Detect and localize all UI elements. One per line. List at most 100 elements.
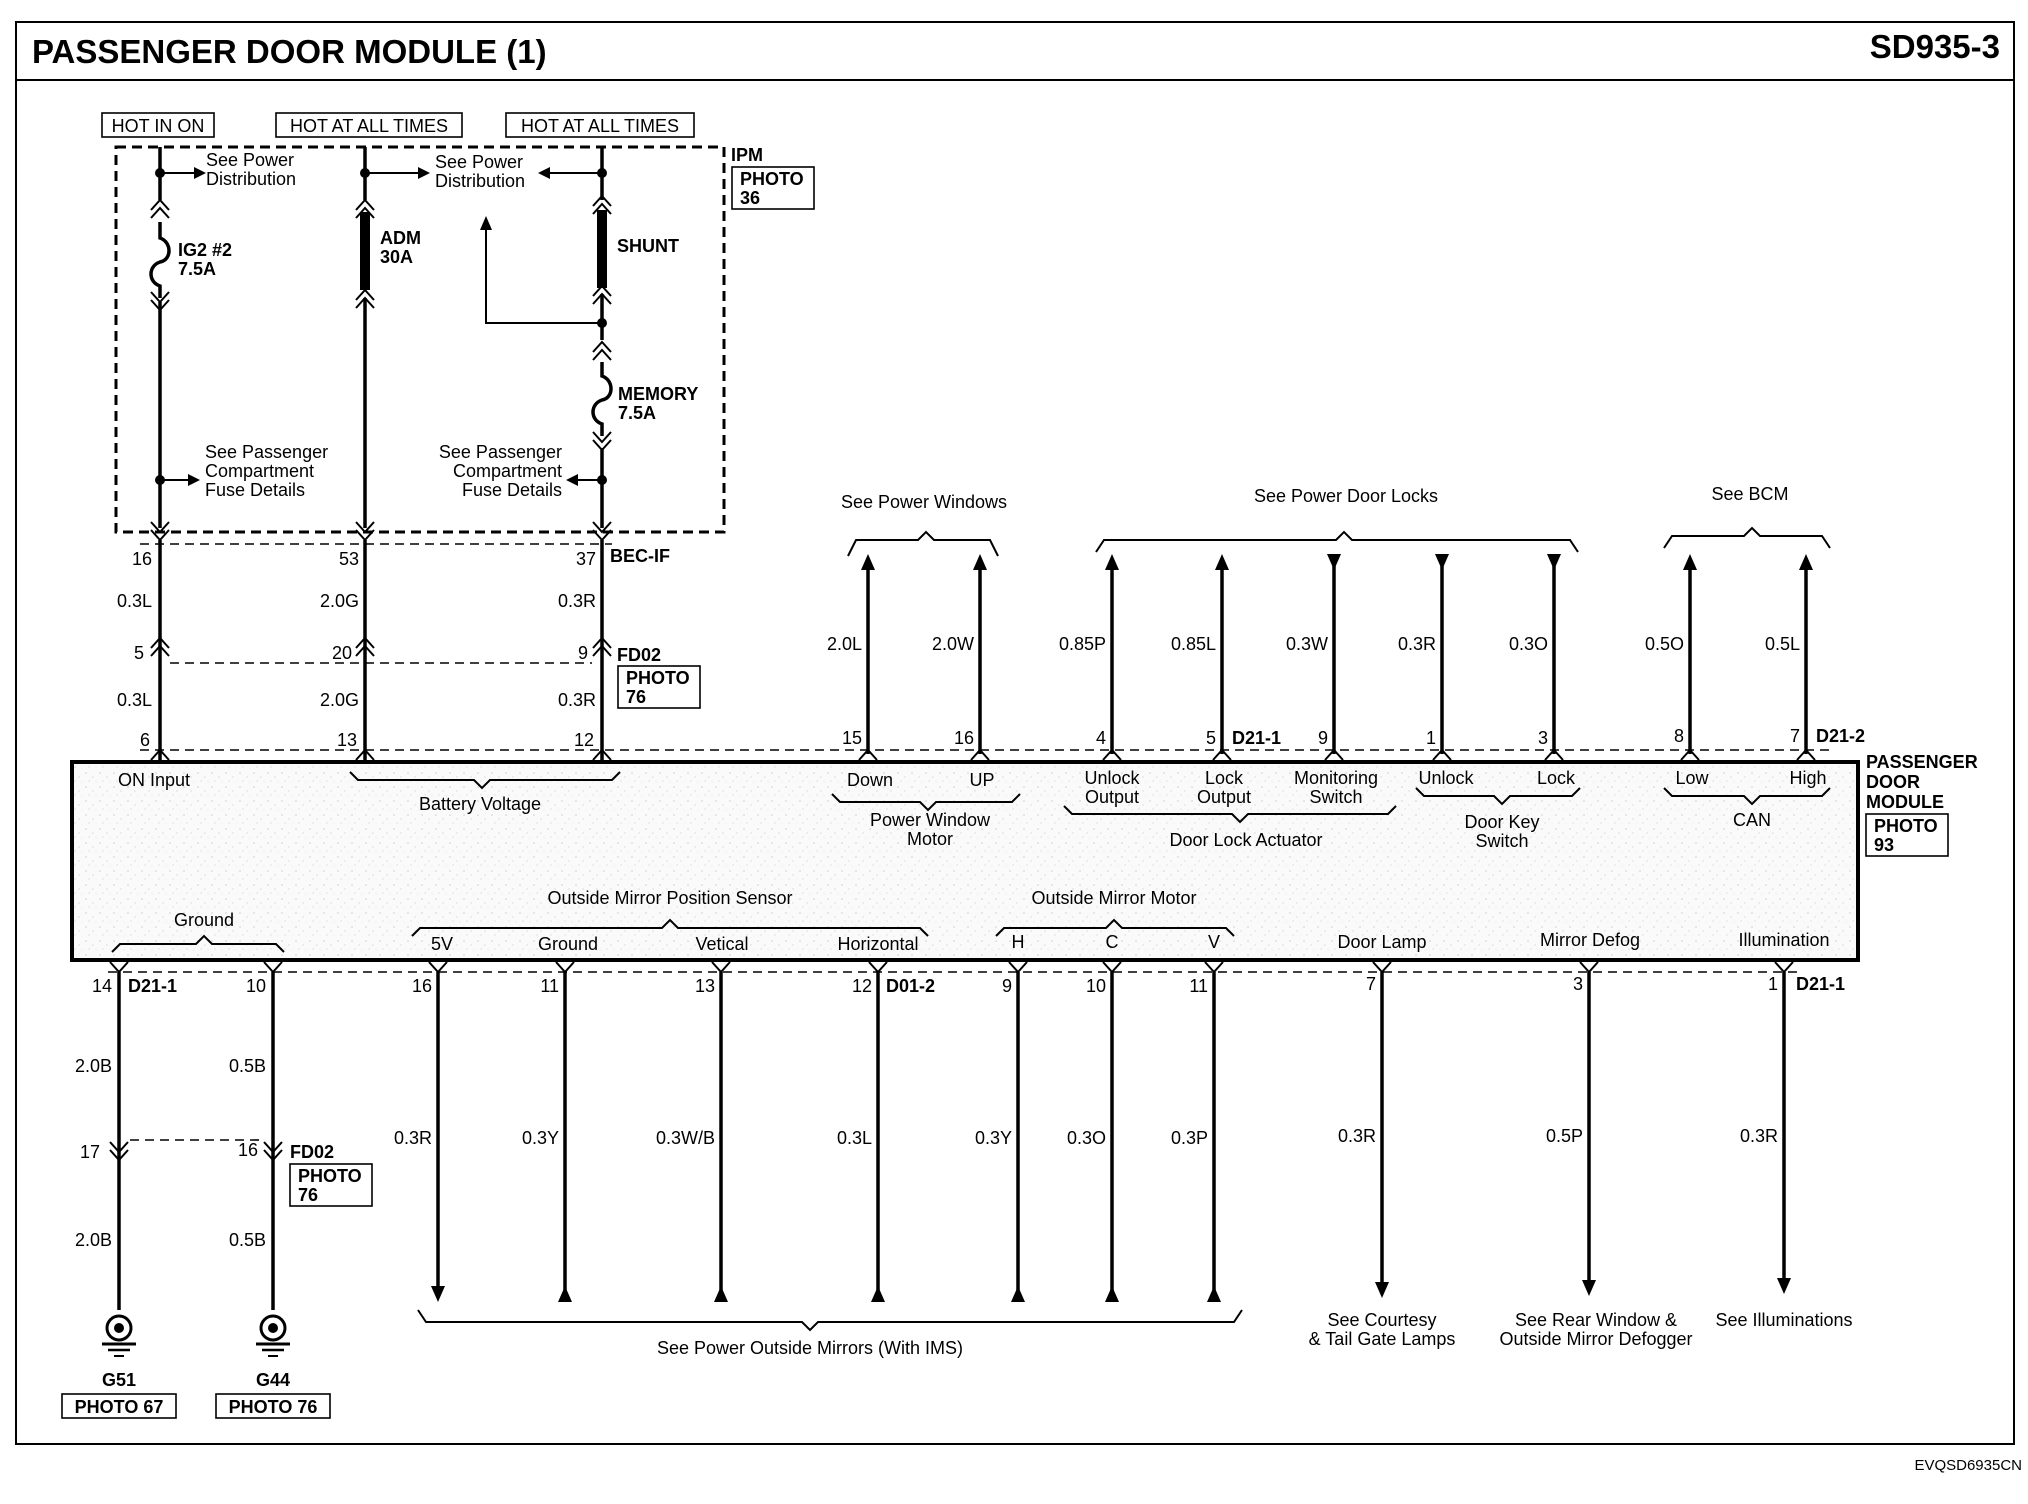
connector-bec-if: BEC-IF — [610, 546, 670, 566]
wire-color-motor-v: 0.3P — [1171, 1128, 1208, 1148]
ground-g51-photo: PHOTO 67 — [75, 1397, 164, 1417]
pin-bec-53: 53 — [339, 549, 359, 569]
module-label-can: CAN — [1733, 810, 1771, 830]
diagram-frame — [15, 79, 2015, 1445]
wire-color-can-low: 0.5O — [1645, 634, 1684, 654]
pin-bec-37: 37 — [576, 549, 596, 569]
fuse-ig2 — [149, 222, 171, 298]
pin-d21-2-8: 8 — [1674, 726, 1684, 746]
brace-door-key-switch — [1415, 787, 1581, 806]
wire-color-1-top: 0.3L — [117, 591, 152, 611]
fuse-memory-name: MEMORY — [618, 384, 698, 404]
arrow-head-shunt-pd — [538, 167, 550, 179]
page-title: PASSENGER DOOR MODULE (1) — [32, 33, 547, 70]
ipm-box — [114, 145, 726, 534]
wire-color-ground-g44-top: 0.5B — [229, 1056, 266, 1076]
wire-color-unlock-output: 0.85P — [1059, 634, 1106, 654]
fuse-adm-rating: 30A — [380, 247, 413, 267]
ipm-label: IPM — [731, 145, 763, 165]
connector-ig2-top — [150, 198, 170, 219]
fd02-photo-box-lower — [289, 1163, 373, 1207]
see-pass-fuse-2c: Fuse Details — [462, 480, 562, 500]
connector-adm-top — [355, 198, 375, 219]
pin-d21-1-5: 5 — [1206, 728, 1216, 748]
ground-g44-photo: PHOTO 76 — [229, 1397, 318, 1417]
pin-ground-10: 10 — [246, 976, 266, 996]
see-power-dist-2a: See Power — [435, 152, 523, 172]
arrow-sensor-horizontal — [871, 1286, 885, 1302]
brace-power-outside-mirrors — [417, 1309, 1243, 1332]
brace-battery-voltage — [349, 771, 621, 790]
connector-d21-1-upper: D21-1 — [1232, 728, 1281, 748]
ipm-photo-box — [731, 166, 815, 210]
pin-d21-2-7: 7 — [1790, 726, 1800, 746]
ref-rear-window-2: Outside Mirror Defogger — [1499, 1329, 1692, 1349]
brace-can — [1663, 787, 1831, 806]
fuse-adm — [360, 212, 370, 290]
wire-color-ground-g44-bottom: 0.5B — [229, 1230, 266, 1250]
arrow-monitoring-switch — [1327, 554, 1341, 570]
brace-power-windows — [847, 530, 999, 557]
module-label-pw-motor-1: Power Window — [870, 810, 991, 830]
ref-courtesy-1: See Courtesy — [1327, 1310, 1436, 1330]
module-label-sensor-ground: Ground — [538, 934, 598, 954]
see-pass-fuse-1b: Compartment — [205, 461, 314, 481]
pin-fd02-20: 20 — [332, 643, 352, 663]
wire-color-3-top: 0.3R — [558, 591, 596, 611]
wire-color-monitoring: 0.3W — [1286, 634, 1328, 654]
ref-rear-window-1: See Rear Window & — [1515, 1310, 1677, 1330]
module-label-monitoring-1: Monitoring — [1294, 768, 1378, 788]
footer-code: EVQSD6935CN — [1914, 1457, 2022, 1474]
see-power-dist-1a: See Power — [206, 150, 294, 170]
connector-fd02-upper: FD02 — [617, 645, 661, 665]
pin-fd02-16: 16 — [238, 1140, 258, 1160]
wire-color-door-lamp: 0.3R — [1338, 1126, 1376, 1146]
wire-color-ground-g51-bottom: 2.0B — [75, 1230, 112, 1250]
pin-d21-1-1b: 1 — [1768, 974, 1778, 994]
module-label-lock-output-2: Output — [1197, 787, 1251, 807]
arrow-motor-c — [1105, 1286, 1119, 1302]
arrow-can-low — [1683, 554, 1697, 570]
wire-color-pw-down: 2.0L — [827, 634, 862, 654]
wire-shunt-branch — [485, 228, 602, 324]
connector-fd02-5 — [150, 636, 170, 657]
arrow-head-memory-fuse — [566, 474, 578, 486]
module-label-motor-c: C — [1106, 932, 1119, 952]
connector-module-12 — [592, 748, 612, 761]
splice-shunt-top — [597, 168, 607, 178]
fuse-shunt-name: SHUNT — [617, 236, 679, 256]
wire-color-motor-h: 0.3Y — [975, 1128, 1012, 1148]
brace-mirror-motor — [995, 918, 1235, 937]
connector-marks-upper-right — [858, 748, 1816, 761]
pin-d21-1-7: 7 — [1366, 974, 1376, 994]
connector-shunt-top — [592, 194, 612, 215]
pin-module-13: 13 — [337, 730, 357, 750]
arrow-key-lock — [1547, 554, 1561, 570]
pin-d01-10: 10 — [1086, 976, 1106, 996]
arrow-sensor-vertical — [714, 1286, 728, 1302]
module-label-lock-output-1: Lock — [1205, 768, 1244, 788]
pin-fd02-9: 9 — [578, 643, 588, 663]
arrow-pw-up — [973, 554, 987, 570]
ref-illuminations: See Illuminations — [1715, 1310, 1852, 1330]
pin-d21-1-16: 16 — [954, 728, 974, 748]
ref-power-outside-mirrors: See Power Outside Mirrors (With IMS) — [657, 1338, 963, 1358]
connector-fd02-16 — [263, 1141, 283, 1162]
module-label-sensor-horizontal: Horizontal — [837, 934, 918, 954]
connector-d21-2: D21-2 — [1816, 726, 1865, 746]
fuse-ig2-name: IG2 #2 — [178, 240, 232, 260]
fuse-ig2-rating: 7.5A — [178, 259, 216, 279]
arrow-sensor-ground — [558, 1286, 572, 1302]
pin-d21-1-3: 3 — [1538, 728, 1548, 748]
module-label-motor-h: H — [1012, 932, 1025, 952]
brace-mirror-sensor — [411, 918, 929, 937]
arrow-mirror-defog — [1582, 1280, 1596, 1296]
module-label-key-unlock: Unlock — [1418, 768, 1474, 788]
module-label-motor-v: V — [1208, 932, 1220, 952]
module-label-door-lock-actuator: Door Lock Actuator — [1169, 830, 1322, 850]
fuse-adm-name: ADM — [380, 228, 421, 248]
arrow-key-unlock — [1435, 554, 1449, 570]
wire-color-2-bottom: 2.0G — [320, 690, 359, 710]
module-label-mirror-defog: Mirror Defog — [1540, 930, 1640, 950]
brace-power-door-locks — [1095, 530, 1579, 553]
